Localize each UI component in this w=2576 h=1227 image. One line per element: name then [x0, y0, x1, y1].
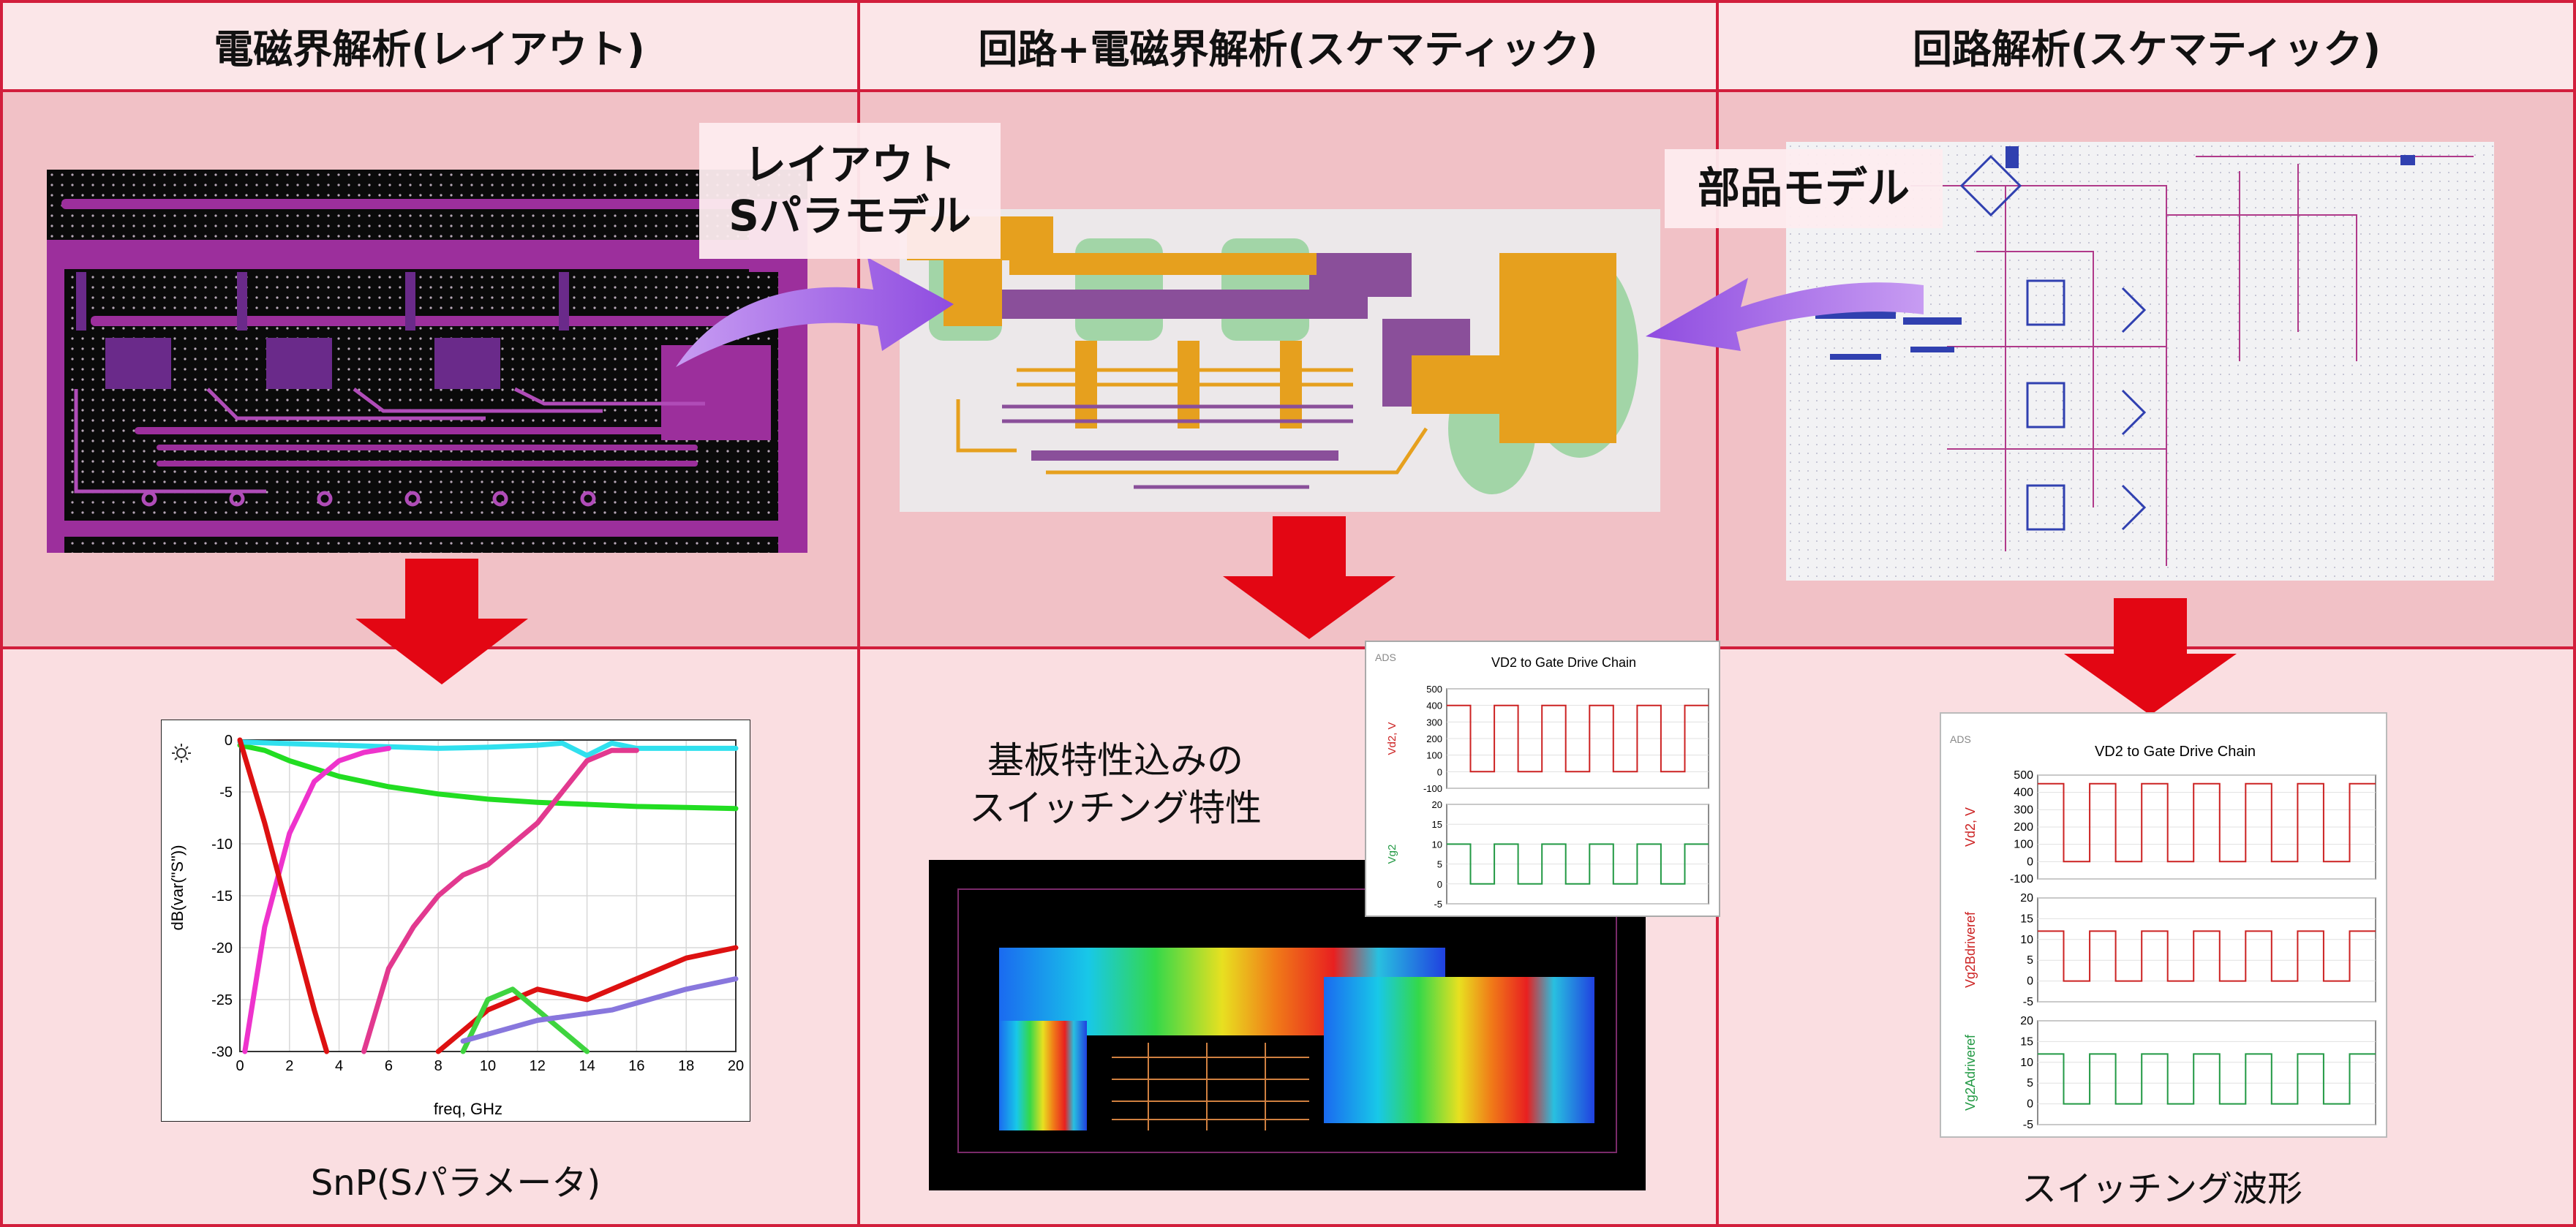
waveform-y-tick: 400 — [2014, 787, 2033, 799]
waveform-y-tick: 10 — [2020, 934, 2033, 946]
callout-layout-sparam: レイアウト Sパラモデル — [699, 123, 1001, 259]
sparam-y-tick: -15 — [211, 888, 233, 905]
waveform-y-label: Vg2Bdriveref — [1963, 911, 1978, 988]
waveform-y-tick: 0 — [2027, 856, 2033, 868]
grid-line-header — [0, 89, 2576, 92]
waveform-y-tick: 5 — [2027, 1077, 2033, 1090]
sparam-y-tick: 0 — [225, 733, 233, 749]
sparam-x-tick: 0 — [236, 1058, 244, 1074]
waveform-y-tick: 300 — [1426, 717, 1442, 728]
callout-part-model: 部品モデル — [1665, 149, 1943, 228]
arrow-parts-to-middle — [1646, 256, 1924, 351]
sparam-chart: 0 2 4 6 8 10 12 14 16 18 20 0 -5 -10 -15 -20 -25 -30 fre… — [161, 720, 750, 1122]
waveform-y-tick: 15 — [2020, 1035, 2033, 1048]
ads-logo: ADS — [1375, 652, 1396, 663]
arrow-down-middle — [1223, 516, 1396, 639]
sparam-x-tick: 8 — [434, 1058, 442, 1074]
waveform-y-tick: 200 — [2014, 821, 2033, 834]
waveform-y-tick: 15 — [1432, 819, 1442, 830]
sparam-x-tick: 4 — [335, 1058, 343, 1074]
waveform-y-tick: -5 — [1434, 899, 1442, 910]
waveform-y-label: Vd2, V — [1963, 807, 1978, 847]
waveform-y-tick: -5 — [2023, 1119, 2033, 1131]
waveform-y-tick: 10 — [1432, 839, 1442, 850]
sparam-x-tick: 20 — [728, 1058, 744, 1074]
caption-switching-with-board: 基板特性込みの スイッチング特性 — [944, 737, 1287, 832]
waveform-large-title: VD2 to Gate Drive Chain — [2095, 744, 2256, 760]
grid-line-right — [2573, 0, 2576, 1227]
grid-line-left — [0, 0, 3, 1227]
caption-switching-waveform: スイッチング波形 — [1940, 1160, 2384, 1211]
sparam-x-tick: 6 — [385, 1058, 393, 1074]
waveform-y-tick: 0 — [2027, 1098, 2033, 1111]
waveform-y-tick: 20 — [2020, 1015, 2033, 1027]
waveform-y-tick: 500 — [2014, 769, 2033, 782]
ads-logo: ADS — [1950, 733, 1971, 745]
waveform-y-tick: 100 — [2014, 839, 2033, 851]
sparam-y-tick: -30 — [211, 1044, 233, 1060]
waveform-y-label: Vd2, V — [1386, 722, 1398, 755]
sparam-x-tick: 18 — [678, 1058, 694, 1074]
grid-line-bottom — [0, 1224, 2576, 1227]
sparam-x-tick: 16 — [628, 1058, 644, 1074]
waveform-small-title: VD2 to Gate Drive Chain — [1491, 655, 1636, 670]
header-middle: 回路+電磁界解析(スケマティック) — [859, 0, 1717, 91]
caption-switching-with-board-line2: スイッチング特性 — [944, 785, 1287, 832]
waveform-y-tick: 200 — [1426, 733, 1442, 744]
waveform-y-tick: 0 — [2027, 975, 2033, 988]
waveform-y-tick: 10 — [2020, 1057, 2033, 1069]
waveform-y-tick: 100 — [1426, 750, 1442, 761]
sparam-y-tick: -25 — [211, 992, 233, 1008]
arrow-down-right — [2064, 598, 2237, 715]
caption-snp: SnP(Sパラメータ) — [219, 1154, 692, 1205]
combined-layout-image — [900, 209, 1660, 512]
sparam-x-tick: 12 — [530, 1058, 546, 1074]
waveform-y-tick: 15 — [2020, 913, 2033, 925]
waveform-y-label: Vg2 — [1386, 845, 1398, 864]
waveform-y-tick: 5 — [2027, 954, 2033, 967]
waveform-y-tick: 20 — [1432, 799, 1442, 810]
waveform-y-tick: -100 — [1423, 783, 1442, 794]
waveform-plot-frame — [2038, 898, 2376, 1002]
grid-line-top — [0, 0, 2576, 3]
waveform-panel: 500 400 300 200 100 0 -100 Vd2, V — [1386, 684, 1709, 794]
header-left: 電磁界解析(レイアウト) — [0, 0, 859, 91]
waveform-panel: 20 15 10 5 0 -5 Vg2Bdriveref — [1963, 892, 2376, 1008]
waveform-y-tick: 20 — [2020, 892, 2033, 905]
waveform-y-tick: 0 — [1437, 879, 1442, 890]
waveform-plot-frame — [1447, 804, 1709, 904]
waveform-y-tick: -100 — [2010, 873, 2033, 886]
arrow-down-left — [355, 559, 528, 684]
waveform-panel: 20 15 10 5 0 -5 Vg2Adriveref — [1963, 1015, 2376, 1131]
waveform-plot-frame — [2038, 1021, 2376, 1125]
header-right: 回路解析(スケマティック) — [1717, 0, 2576, 91]
waveform-y-label: Vg2Adriveref — [1963, 1034, 1978, 1111]
waveform-y-tick: 0 — [1437, 766, 1442, 777]
sparam-y-tick: -5 — [219, 785, 233, 801]
sparam-y-tick: -10 — [211, 837, 233, 853]
sparam-x-tick: 10 — [480, 1058, 496, 1074]
callout-layout-sparam-line2: Sパラモデル — [699, 191, 1001, 242]
sparam-x-tick: 2 — [285, 1058, 293, 1074]
waveform-y-tick: 400 — [1426, 701, 1442, 711]
waveform-y-tick: -5 — [2023, 996, 2033, 1008]
sparam-x-label: freq, GHz — [434, 1100, 502, 1118]
arrow-layout-to-middle — [676, 257, 954, 382]
waveform-y-tick: 500 — [1426, 684, 1442, 695]
waveform-panel: 20 15 10 5 0 -5 Vg2 — [1386, 799, 1709, 910]
waveform-y-tick: 5 — [1437, 859, 1442, 870]
caption-switching-with-board-line1: 基板特性込みの — [944, 737, 1287, 785]
sparam-y-label: dB(var("S")) — [168, 845, 187, 930]
waveform-panel: 500 400 300 200 100 0 -100 Vd2, V — [1963, 769, 2376, 886]
waveform-small-svg: ADS VD2 to Gate Drive Chain 500400300200… — [1366, 642, 1719, 915]
callout-layout-sparam-line1: レイアウト — [699, 140, 1001, 191]
waveform-y-tick: 300 — [2014, 804, 2033, 816]
sparam-y-tick: -20 — [211, 940, 233, 956]
waveform-large-svg: ADS VD2 to Gate Drive Chain 500400300200… — [1941, 714, 2386, 1136]
sparam-x-tick: 14 — [579, 1058, 595, 1074]
